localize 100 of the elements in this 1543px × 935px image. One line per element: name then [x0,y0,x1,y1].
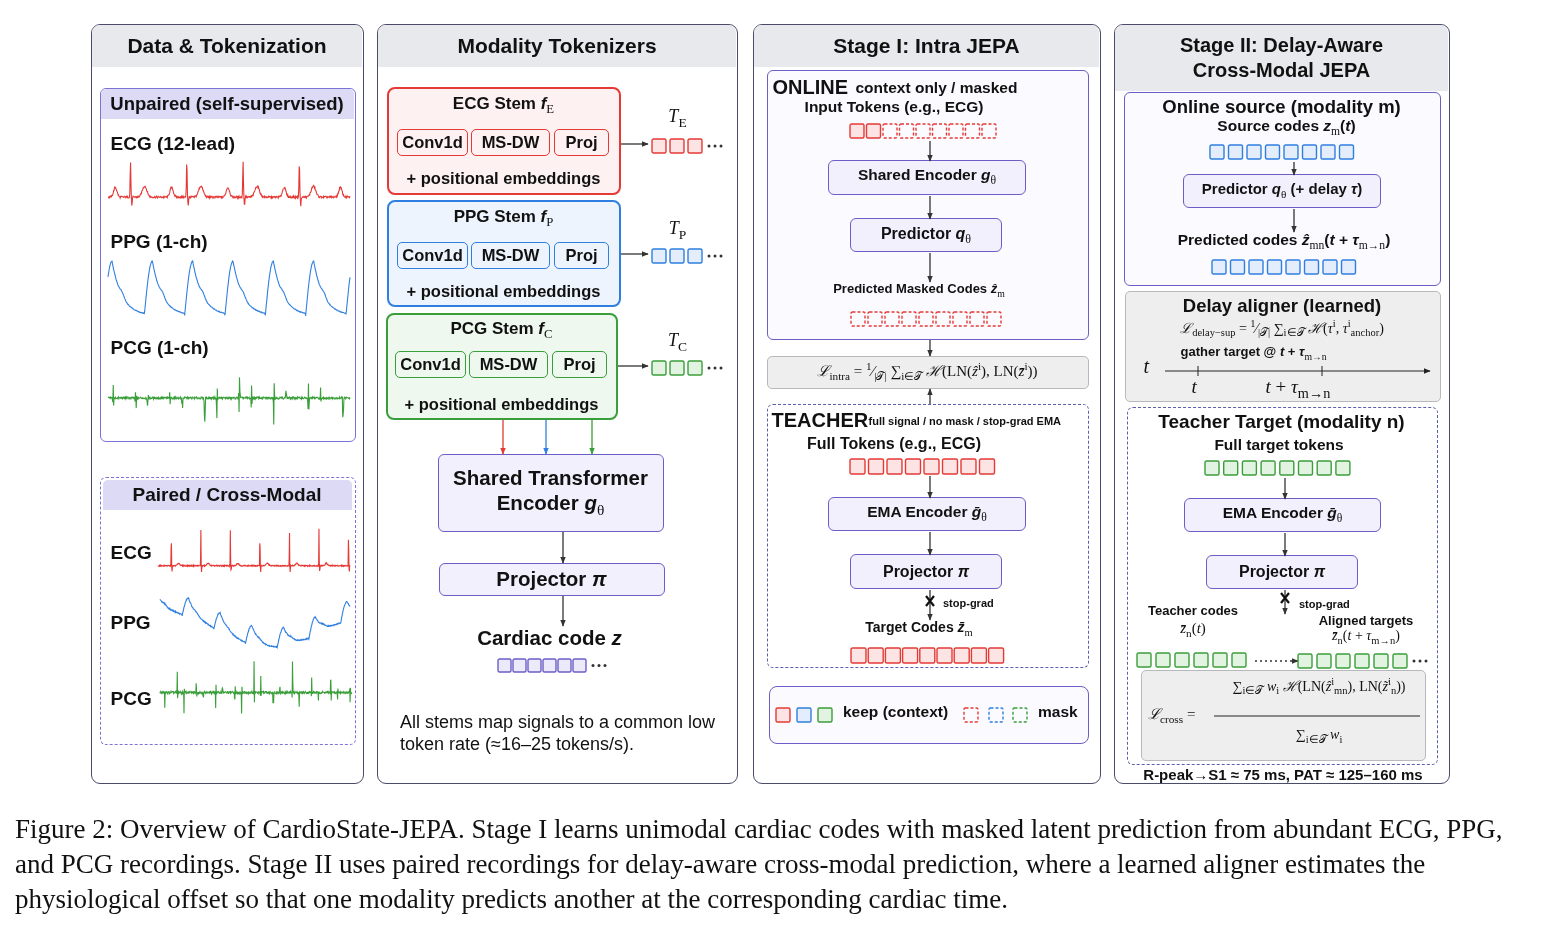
label: Conv1d [401,245,464,266]
token-label: T$_{E}$ [667,105,688,131]
label: Target Codes z̄$_{m}$ [864,619,974,640]
label: MS-DW [480,245,541,266]
formula-panel [766,355,1089,389]
section-frame [1123,91,1441,286]
panel-heading: Modality Tokenizers [378,25,736,68]
label: Full target tokens [1213,436,1345,455]
label: Input Tokens (e.g., ECG) [803,98,985,117]
arrow [927,589,933,621]
label: Projector π [1237,562,1327,582]
label: PPG [110,611,152,635]
label: EMA Encoder ḡ$_{θ}$ [1221,504,1344,526]
label: MS-DW [478,354,539,375]
stem-block [386,86,621,195]
label: Full Tokens (e.g., ECG) [806,434,982,454]
label: Predictor q$_{θ}$ (+ delay τ) [1200,180,1364,202]
arrow [1291,208,1297,233]
stem-block [386,199,621,307]
arrow [927,475,933,499]
edge-label: stop-grad [1297,598,1352,611]
panel [91,24,364,784]
label: Projector π [495,566,608,592]
arrow [560,531,566,564]
section-frame [766,403,1089,668]
label: context only / masked [855,78,1019,98]
arrow [927,388,933,405]
label: + positional embeddings [405,281,602,302]
group-frame [99,87,356,442]
section-frame [766,69,1089,340]
formula: ∑$_{i∈𝒯}$ w$_{i}$ ℋ(LN(ẑ$^{i}$$_{mn}$), LN(z̃$^{i}$$_{n}$)) [1231,676,1407,699]
formula: ℒ$_{cross}$ = [1148,705,1197,727]
label: z̄$_{n}$(t) [1179,619,1207,641]
arrow [927,195,933,220]
layer-block [469,351,548,378]
label: Projector π [881,561,971,582]
arrow [1282,589,1288,615]
legend-label: keep (context) [843,703,949,722]
label: PCG (1-ch) [110,336,210,360]
arrow [927,339,933,357]
process-block [1184,498,1381,532]
label: ECG Stem f$_{E}$ [451,93,556,118]
note-text: All stems map signals to a common low token rate (≈16–25 tokens/s). [400,712,717,756]
process-block [850,218,1002,252]
formula: ℒ$_{delay−sup}$ = $^{1}$⁄$_{|𝒯|}$ ∑$_{i∈𝒯}$ ℋ(τ$^{i}$, τ$^{i}$$_{anchor}$) [1179,317,1385,340]
layer-block [554,129,609,156]
tick-label: t + τ$_{m→n}$ [1265,375,1332,402]
label: PPG (1-ch) [110,230,209,254]
section-heading: Unpaired (self-supervised) [100,88,354,119]
arrow [620,251,649,257]
label: Proj [564,245,599,266]
panel [1114,24,1450,784]
arrow [589,419,595,455]
label: Predictor q$_{θ}$ [879,223,973,247]
arrow [500,419,506,455]
arrow [927,252,933,283]
arrow [560,595,566,627]
process-block [828,160,1026,195]
token-label: T$_{C}$ [667,329,688,355]
formula-panel [1124,290,1441,402]
token-label: T$_{P}$ [667,217,688,243]
arrow [1282,477,1288,500]
process-block [850,554,1002,589]
label: Conv1d [399,354,462,375]
layer-block [471,242,550,269]
section-frame [1126,406,1438,765]
process-block [437,453,664,532]
section-heading: Delay aligner (learned) [1181,294,1383,317]
arrow [543,419,549,455]
legend-label: mask [1038,703,1078,722]
label: Proj [562,354,597,375]
label: PCG Stem f$_{C}$ [449,318,554,343]
label: Online source (modality m) [1161,95,1402,118]
label: Aligned targets [1317,613,1415,629]
formula: ℒ$_{intra}$ = $^{1}$⁄$_{|𝒯|}$ ∑$_{i∈𝒯}$ ℋ(LN(ẑ$^{i}$), LN(z̄$^{i}$)) [816,360,1039,384]
label: Source codes z$_{m}$(t) [1216,117,1357,140]
layer-block [552,351,607,378]
axis-label: t [1143,353,1151,378]
label: z̄$_{n}$(t + τ$_{m→n}$) [1331,628,1401,648]
label: ECG [110,541,153,565]
label: + positional embeddings [403,394,600,415]
label: Cardiac code z [476,625,623,651]
label: Predicted codes ẑ$_{mn}$(t + τ$_{m→n}$) [1176,231,1392,254]
label: gather target @ t + τ$_{m→n}$ [1180,343,1328,362]
label: PCG [110,687,153,711]
label: full signal / no mask / stop-grad EMA [868,414,1063,428]
label: Teacher codes [1146,603,1240,619]
label: Teacher Target (modality n) [1157,410,1406,434]
process-block [438,562,665,596]
process-block [1183,174,1381,208]
arrow [617,363,649,369]
panel [753,24,1101,784]
arrow [1282,532,1288,557]
layer-block [554,242,609,269]
label: ONLINE [772,74,850,99]
stem-block [385,312,618,420]
panel-heading: Data & Tokenization [92,25,362,68]
section-heading: Paired / Cross-Modal [102,479,352,511]
label: Conv1d [401,132,464,153]
formula: ∑$_{i∈𝒯}$ w$_{i}$ [1294,727,1344,747]
